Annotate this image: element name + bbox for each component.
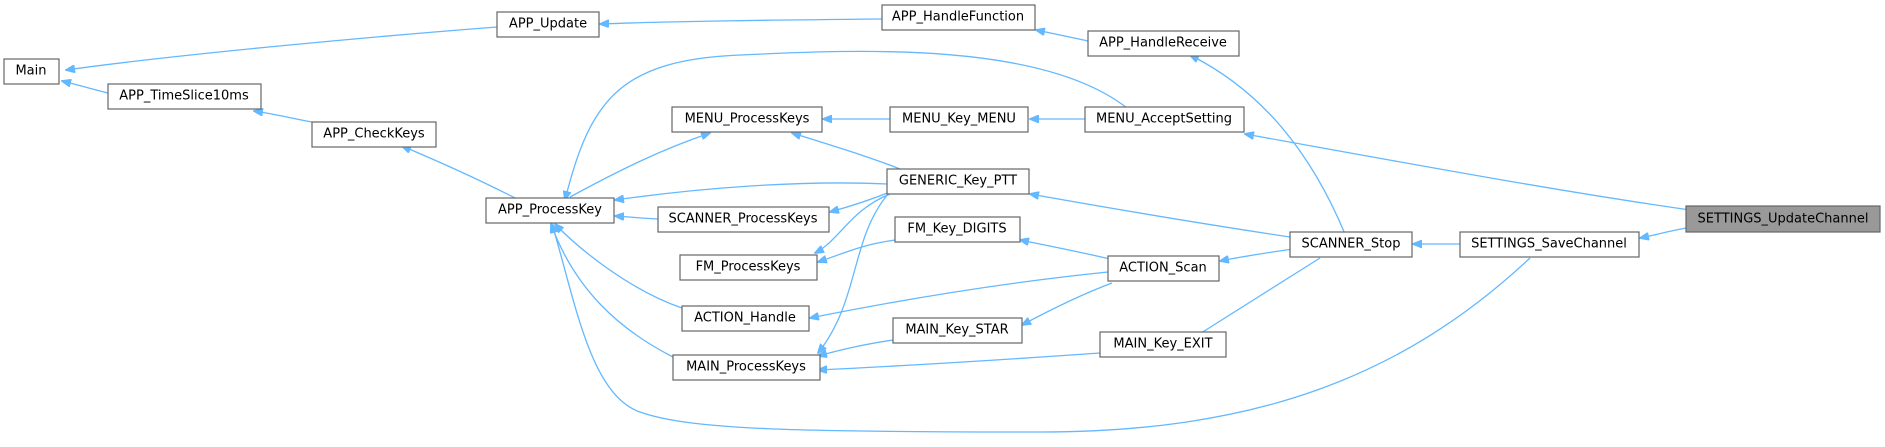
edge-fmkeydigits-to-fmprocesskeys [818,239,896,262]
nodes: Main APP_Update APP_TimeSlice10ms APP_Ha… [3,4,1881,381]
edge-actionhandle-to-processkey [555,224,683,309]
edge-updatechannel-to-acceptsetting [1245,134,1691,211]
edge-genericptt-to-scannerprocesskeys [830,191,891,212]
node-menu-acceptsetting[interactable]: MENU_AcceptSetting [1084,106,1245,133]
edge-processkey-to-checkkeys [402,146,520,201]
node-generic-key-ptt-label: GENERIC_Key_PTT [899,174,1017,189]
node-main-processkeys[interactable]: MAIN_ProcessKeys [672,354,821,381]
node-app-processkey[interactable]: APP_ProcessKey [485,197,615,224]
node-main-processkeys-label: MAIN_ProcessKeys [686,360,806,375]
edge-updatechannel-to-savechannel [1640,227,1687,238]
node-menu-processkeys-label: MENU_ProcessKeys [685,112,810,127]
edge-timeslice-to-main [62,81,109,94]
edge-scannerstop-to-mainkeyexit [1190,257,1321,340]
edge-app-update-to-main [66,26,498,70]
node-menu-key-menu-label: MENU_Key_MENU [902,112,1016,127]
node-main[interactable]: Main [3,58,60,85]
edge-menuprocesskeys-to-processkey [569,133,710,198]
node-scanner-stop[interactable]: SCANNER_Stop [1289,231,1413,258]
node-main-key-star[interactable]: MAIN_Key_STAR [892,317,1023,344]
node-settings-savechannel-label: SETTINGS_SaveChannel [1471,237,1627,252]
edge-mainkeystar-to-mainprocesskeys [818,339,894,356]
node-main-key-exit-label: MAIN_Key_EXIT [1113,337,1212,352]
node-main-label: Main [15,64,46,79]
edge-actionscan-to-mainkeystar [1022,282,1113,325]
edge-acceptsetting-to-processkey [565,50,1128,200]
edge-handlereceive-to-handlefunction [1036,30,1089,42]
edge-actionscan-to-actionhandle [810,271,1109,318]
node-action-scan[interactable]: ACTION_Scan [1107,255,1220,282]
edge-scannerstop-to-actionscan [1220,248,1294,261]
node-menu-key-menu[interactable]: MENU_Key_MENU [889,106,1029,133]
node-fm-processkeys[interactable]: FM_ProcessKeys [679,254,818,281]
node-scanner-stop-label: SCANNER_Stop [1302,237,1401,252]
edge-scannerstop-to-handlereceive [1190,55,1346,235]
edge-genericptt-to-menuprocesskeys [792,133,908,173]
node-fm-key-digits[interactable]: FM_Key_DIGITS [894,216,1021,243]
node-scanner-processkeys[interactable]: SCANNER_ProcessKeys [657,206,830,233]
node-main-key-exit[interactable]: MAIN_Key_EXIT [1099,331,1227,358]
node-app-handlereceive[interactable]: APP_HandleReceive [1087,30,1240,57]
node-fm-key-digits-label: FM_Key_DIGITS [907,222,1006,237]
edge-genericptt-to-fmprocesskeys [815,193,891,253]
node-app-timeslice-label: APP_TimeSlice10ms [119,89,249,104]
edges [62,18,1691,433]
node-action-handle[interactable]: ACTION_Handle [681,305,810,332]
node-fm-processkeys-label: FM_ProcessKeys [696,260,801,275]
edge-savechannel-to-processkey [552,224,1531,433]
edge-scannerprocesskeys-to-processkey [615,216,659,219]
edge-mainprocesskeys-to-processkey [551,224,674,358]
edge-checkkeys-to-timeslice [254,111,313,123]
edge-handlefunction-to-appupdate [600,18,883,24]
node-generic-key-ptt[interactable]: GENERIC_Key_PTT [886,168,1030,195]
node-main-key-star-label: MAIN_Key_STAR [905,323,1008,338]
node-app-handlefunction[interactable]: APP_HandleFunction [881,4,1036,31]
node-app-update[interactable]: APP_Update [496,11,600,38]
node-action-scan-label: ACTION_Scan [1119,261,1207,276]
node-scanner-processkeys-label: SCANNER_ProcessKeys [668,212,817,227]
node-app-handlefunction-label: APP_HandleFunction [892,10,1024,25]
node-menu-acceptsetting-label: MENU_AcceptSetting [1096,112,1232,127]
node-app-processkey-label: APP_ProcessKey [498,203,602,218]
node-app-handlereceive-label: APP_HandleReceive [1099,36,1227,51]
edge-actionscan-to-fmkeydigits [1020,240,1111,260]
node-settings-savechannel[interactable]: SETTINGS_SaveChannel [1459,231,1640,258]
node-action-handle-label: ACTION_Handle [694,311,796,326]
node-app-timeslice[interactable]: APP_TimeSlice10ms [107,83,262,110]
node-app-update-label: APP_Update [509,17,587,32]
node-app-checkkeys[interactable]: APP_CheckKeys [311,121,437,148]
edge-mainkeyexit-to-mainprocesskeys [818,352,1101,370]
node-menu-processkeys[interactable]: MENU_ProcessKeys [671,106,823,133]
edge-genericptt-to-mainprocesskeys [818,193,889,353]
node-settings-updatechannel[interactable]: SETTINGS_UpdateChannel [1685,205,1881,233]
node-settings-updatechannel-label: SETTINGS_UpdateChannel [1698,212,1869,227]
node-app-checkkeys-label: APP_CheckKeys [323,127,425,142]
edge-genericptt-to-processkey [615,182,888,200]
edge-scannerstop-to-genericptt [1030,194,1291,238]
